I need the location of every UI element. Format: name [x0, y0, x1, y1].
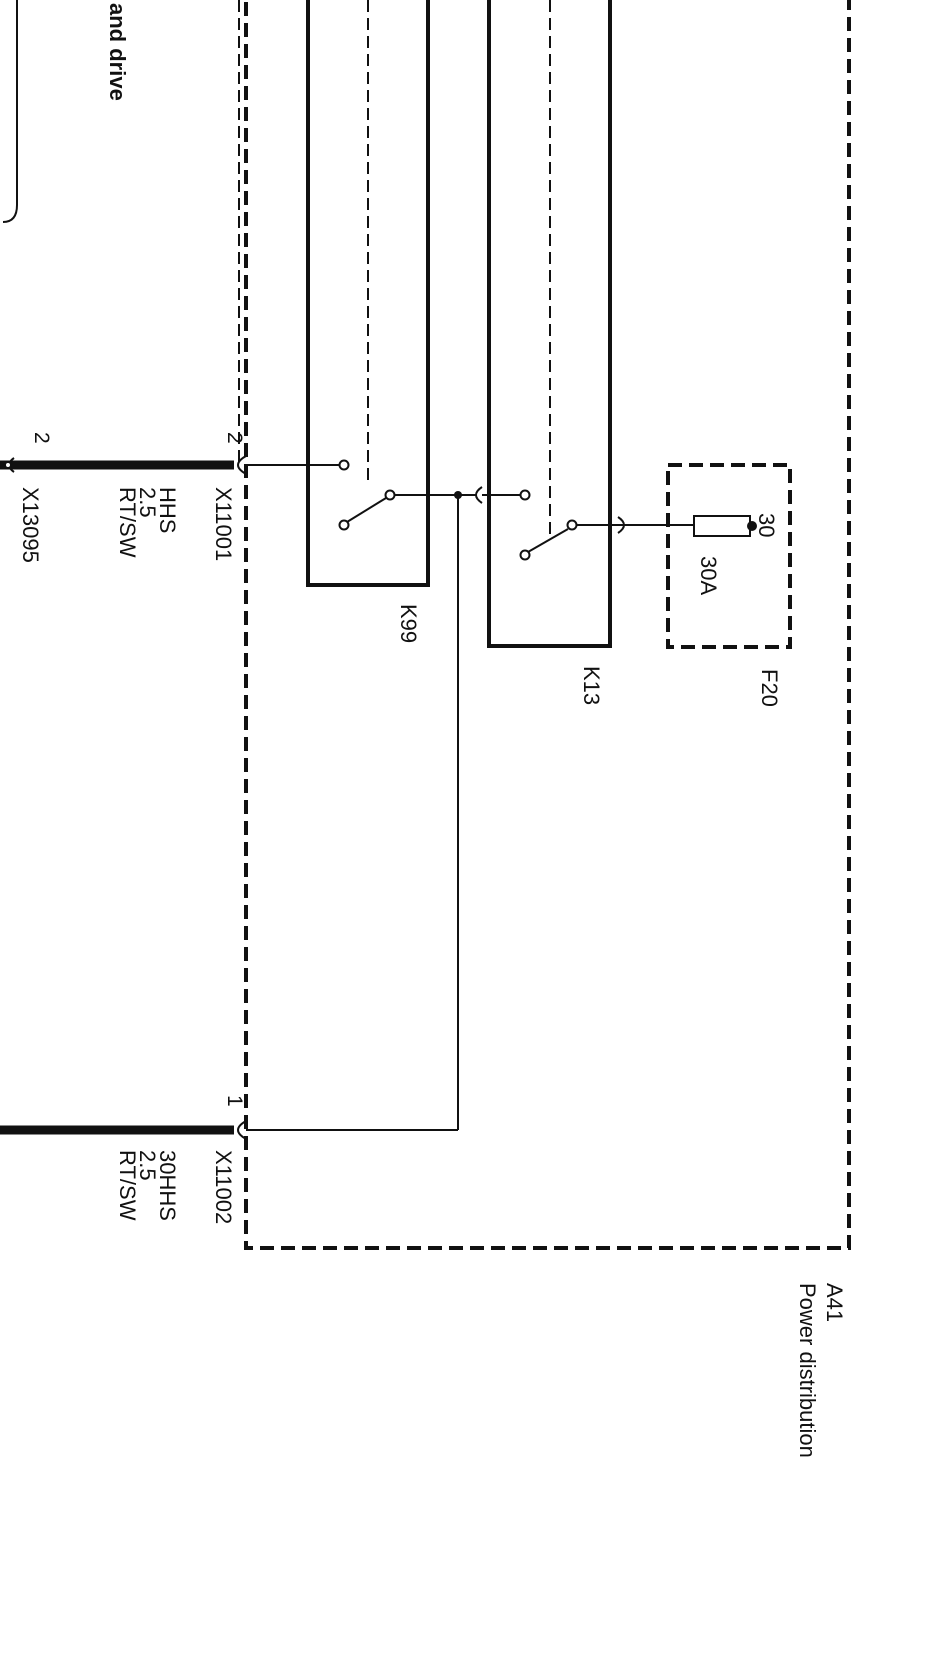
connector-x13095-pin: 2	[30, 432, 53, 444]
relay-k13-label: K13	[579, 666, 604, 705]
module-a41-name: Power distribution	[795, 1283, 820, 1458]
wire-30hhs-cross-section: 2.5	[135, 1150, 160, 1181]
module-a41-id: A41	[822, 1283, 847, 1322]
connector-x11001-pin: 2	[223, 432, 246, 444]
wire-30hhs-signal: 30HHS	[155, 1150, 180, 1221]
connector-x11001-id: X11001	[211, 487, 236, 561]
connector-x11001-terminal[interactable]	[237, 455, 247, 475]
partial-module-label: and drive	[105, 3, 130, 101]
k13-contact-nc	[519, 489, 531, 501]
wire-hhs-color: RT/SW	[115, 487, 140, 558]
k13-contact-common	[566, 519, 578, 531]
k99-switch-blade	[346, 497, 387, 523]
connector-x13095-pin	[4, 461, 12, 469]
connector-x13095-id: X13095	[18, 487, 43, 563]
k99-contact-no	[338, 519, 350, 531]
k13-switch-blade	[527, 528, 569, 553]
wire-hhs-cross-section: 2.5	[135, 487, 160, 518]
relay-k99-label: K99	[396, 604, 421, 643]
fuse-f20-terminal-dot	[747, 521, 757, 531]
partial-module-outline	[2, 0, 18, 223]
k99-contact-common	[384, 489, 396, 501]
relay-k13[interactable]	[487, 0, 612, 648]
k99-contact-nc	[338, 459, 350, 471]
relay-k99[interactable]	[306, 0, 430, 587]
fuse-f20-label: F20	[757, 669, 782, 707]
k13-contact-no	[519, 549, 531, 561]
fuse-f20-terminal-label: 30	[754, 513, 779, 537]
connector-x11002-id: X11002	[211, 1150, 236, 1224]
connector-x11002-pin: 1	[223, 1095, 246, 1107]
fuse-f20-rating: 30A	[696, 556, 721, 595]
wire-hhs-signal: HHS	[155, 487, 180, 533]
fuse-f20-box[interactable]	[666, 463, 792, 649]
fuse-f20-element[interactable]	[693, 515, 751, 537]
wire-30hhs-color: RT/SW	[115, 1150, 140, 1221]
module-a41-box[interactable]	[244, 0, 851, 1250]
connector-x11002-terminal[interactable]	[237, 1120, 247, 1140]
wire-crossover-1	[475, 486, 483, 504]
